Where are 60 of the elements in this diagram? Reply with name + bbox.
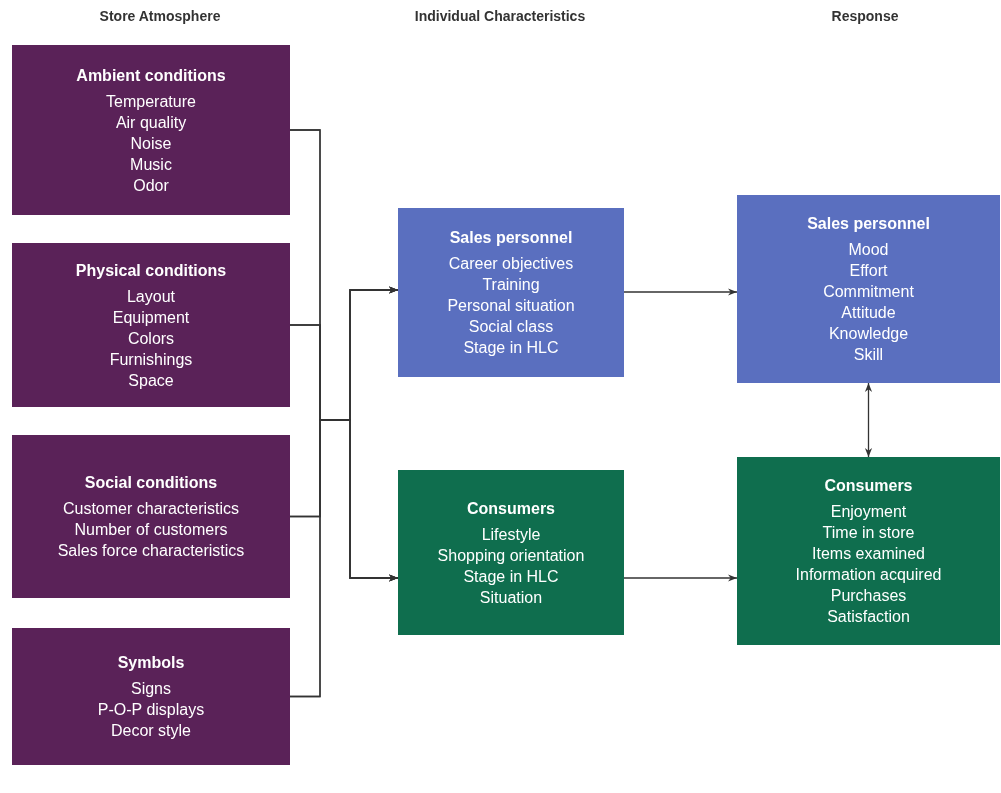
category-box	[12, 45, 290, 215]
list-item: Lifestyle	[481, 524, 541, 545]
list-item: Knowledge	[828, 324, 909, 344]
list-item: Social class	[468, 317, 554, 337]
list-item: Music	[130, 154, 172, 175]
list-item: Situation	[479, 587, 543, 608]
arrow	[289, 419, 399, 698]
column-heading: Store Atmosphere	[99, 8, 221, 24]
list-item: Temperature	[106, 91, 196, 112]
box-heading: Sales personnel	[807, 214, 930, 234]
category-box	[12, 435, 290, 598]
list-item: Mood	[848, 240, 889, 260]
list-item: Purchases	[830, 586, 907, 606]
list-item: Stage in HLC	[463, 566, 559, 587]
box-heading: Consumers	[467, 498, 555, 519]
list-item: Signs	[131, 679, 171, 699]
column-heading: Response	[831, 8, 899, 24]
list-item: Information acquired	[795, 565, 942, 585]
box-heading: Ambient conditions	[76, 65, 226, 86]
list-item: Layout	[126, 286, 175, 307]
list-item: Equipment	[112, 307, 190, 328]
arrow	[864, 382, 873, 458]
list-item: Attitude	[841, 303, 896, 323]
column-heading: Individual Characteristics	[414, 8, 586, 24]
box-heading: Consumers	[824, 476, 913, 496]
list-item: Colors	[127, 328, 175, 349]
list-item: Training	[482, 275, 540, 295]
arrow	[623, 288, 738, 296]
list-item: Space	[128, 370, 174, 391]
list-item: Effort	[849, 261, 888, 281]
category-box	[12, 243, 290, 407]
category-box	[398, 208, 624, 377]
list-item: Satisfaction	[827, 607, 910, 627]
list-item: Noise	[130, 133, 172, 154]
list-item: Customer characteristics	[62, 499, 239, 519]
category-box	[737, 195, 1000, 383]
list-item: Air quality	[115, 112, 187, 133]
list-item: Stage in HLC	[463, 338, 559, 358]
list-item: Skill	[853, 345, 884, 365]
list-item: Number of customers	[74, 520, 228, 540]
category-box	[398, 470, 624, 635]
category-box	[12, 628, 290, 765]
list-item: P-O-P displays	[97, 700, 205, 720]
box-heading: Symbols	[117, 653, 185, 673]
list-item: Commitment	[823, 282, 914, 302]
list-item: Items examined	[812, 544, 925, 564]
list-item: Furnishings	[109, 349, 193, 370]
list-item: Personal situation	[447, 296, 575, 316]
list-item: Shopping orientation	[437, 545, 585, 566]
list-item: Enjoyment	[830, 502, 907, 522]
list-item: Odor	[133, 175, 169, 196]
list-item: Decor style	[111, 721, 191, 741]
list-item: Sales force characteristics	[57, 541, 245, 561]
box-heading: Physical conditions	[75, 260, 227, 281]
box-heading: Sales personnel	[449, 228, 573, 248]
category-box	[737, 457, 1000, 645]
list-item: Time in store	[822, 523, 915, 543]
box-heading: Social conditions	[84, 473, 218, 493]
list-item: Career objectives	[448, 254, 574, 274]
arrow	[623, 574, 738, 582]
